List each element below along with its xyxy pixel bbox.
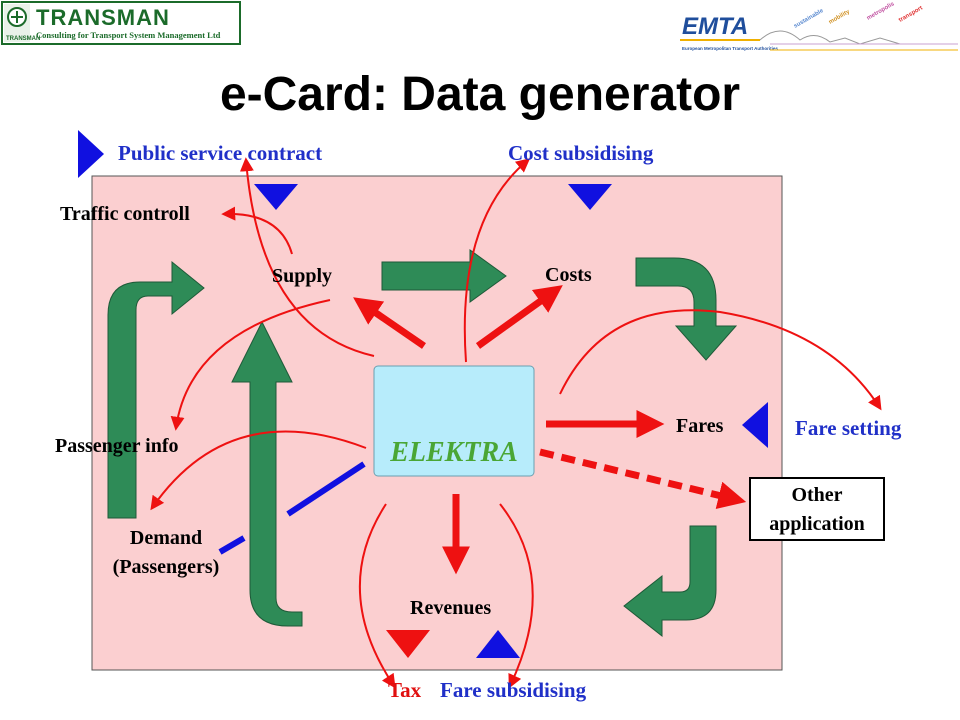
thin-arrow-to-tax xyxy=(358,503,396,689)
label-passengers: (Passengers) xyxy=(113,556,220,578)
green-arrow-other-to-revenues xyxy=(623,525,717,638)
transman-name: TRANSMAN xyxy=(36,5,170,30)
green-arrow-supply-to-costs xyxy=(381,249,507,303)
thin-arrow-to-public-service xyxy=(239,157,375,357)
green-arrow-revenues-to-supply xyxy=(231,320,303,627)
emta-name: EMTA xyxy=(682,13,748,40)
label-fare-subsidising: Fare subsidising xyxy=(440,678,587,702)
label-tax: Tax xyxy=(388,678,422,702)
red-arrow-to-costs xyxy=(475,285,563,349)
label-public-service-contract: Public service contract xyxy=(118,141,322,165)
blue-link-upper xyxy=(286,461,366,517)
fare-subsidising-triangle-icon xyxy=(476,630,520,658)
label-other: Other xyxy=(791,484,842,506)
label-revenues: Revenues xyxy=(410,597,491,619)
red-arrow-to-supply xyxy=(353,297,426,349)
label-application: application xyxy=(769,513,865,535)
label-traffic-control: Traffic controll xyxy=(60,203,190,225)
thin-arrow-to-demand xyxy=(150,430,367,511)
blue-link-lower xyxy=(218,535,246,555)
red-dashed-arrow-to-other xyxy=(539,448,747,509)
supply-down-triangle-icon xyxy=(254,184,298,210)
transman-emblem-icon xyxy=(7,7,27,27)
transman-logo: TRANSMAN TRANSMAN Consulting for Transpo… xyxy=(1,1,241,45)
label-costs: Costs xyxy=(545,264,592,286)
label-cost-subsidising: Cost subsidising xyxy=(508,141,654,165)
other-application-box xyxy=(749,477,885,541)
label-fares: Fares xyxy=(676,415,724,437)
tax-triangle-icon xyxy=(386,630,430,658)
green-arrow-passenger-to-supply xyxy=(107,260,205,519)
page-title: e-Card: Data generator xyxy=(220,68,740,121)
label-fare-setting: Fare setting xyxy=(795,416,902,440)
thin-arrow-to-fare-subsidising xyxy=(499,503,534,689)
emta-logo: EMTA European Metropolitan Transport Aut… xyxy=(676,1,958,52)
thin-arrow-to-cost-subsidising xyxy=(463,158,531,363)
transman-small-text: TRANSMAN xyxy=(6,36,40,42)
thin-arrow-to-fare-setting xyxy=(559,309,882,411)
emta-subtitle: European Metropolitan Transport Authorit… xyxy=(682,46,778,51)
contract-triangle-icon xyxy=(78,130,104,178)
elektra-box xyxy=(373,365,535,477)
label-demand: Demand xyxy=(130,527,202,549)
thin-arrow-to-passenger-info xyxy=(170,299,331,431)
label-passenger-info: Passenger info xyxy=(55,435,179,457)
elektra-label: ELEKTRA xyxy=(389,437,518,468)
cost-down-triangle-icon xyxy=(568,184,612,210)
transman-subtitle: Consulting for Transport System Manageme… xyxy=(36,30,221,40)
green-arrow-costs-to-fares xyxy=(635,257,738,361)
label-supply: Supply xyxy=(272,265,332,287)
emta-skyline-graphic xyxy=(759,30,958,51)
thin-arrow-to-traffic-control xyxy=(221,206,293,255)
fare-setting-triangle-icon xyxy=(742,402,768,448)
